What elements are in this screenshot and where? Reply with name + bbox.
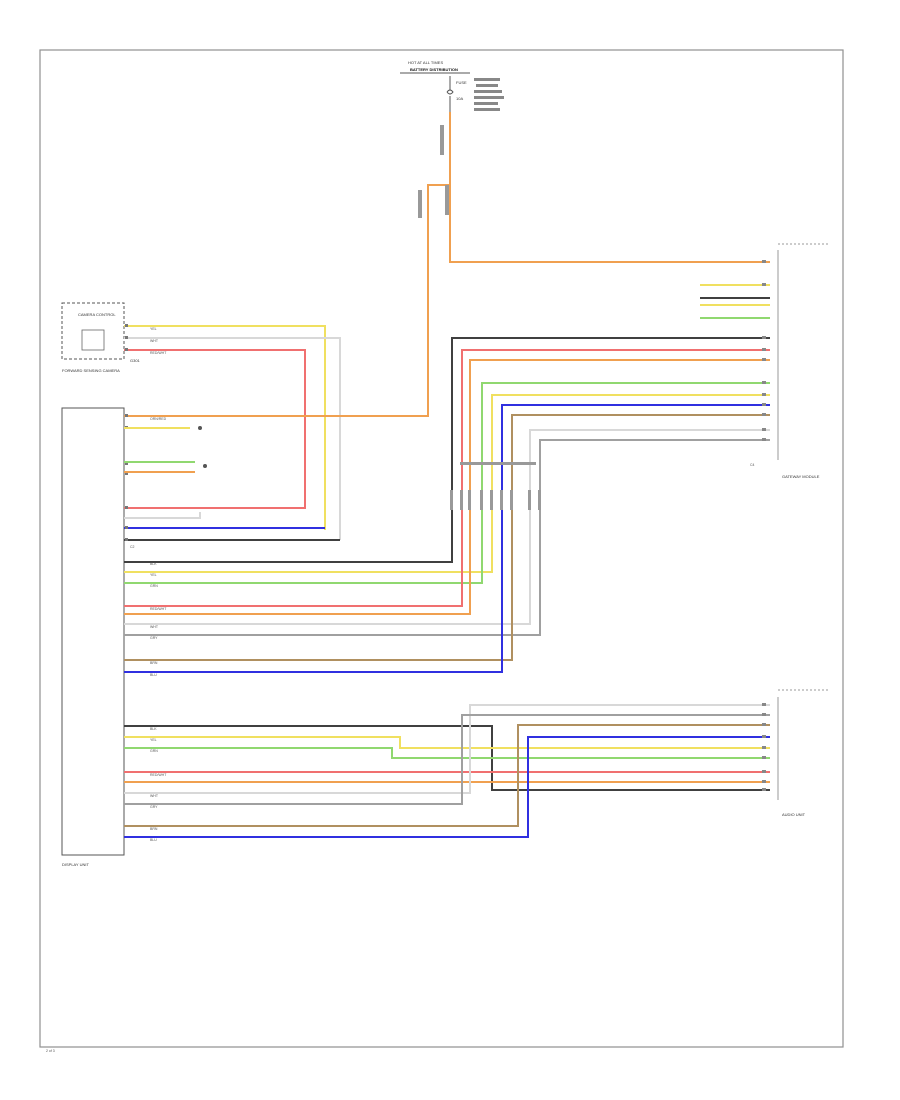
diagram-frame bbox=[39, 49, 844, 1048]
wire-power-orange bbox=[124, 112, 770, 417]
camera-module-box bbox=[61, 302, 125, 360]
wires-display-audio bbox=[124, 704, 770, 838]
audio-unit-label: AUDIO UNIT bbox=[782, 812, 806, 817]
svg-text:RED/WHT: RED/WHT bbox=[150, 351, 167, 355]
right-pin-marks bbox=[762, 260, 766, 791]
svg-text:BLK: BLK bbox=[150, 562, 157, 566]
gateway-module-label: GATEWAY MODULE bbox=[782, 474, 820, 479]
svg-text:ORN/RED: ORN/RED bbox=[150, 417, 167, 421]
wires-sensor-extra bbox=[124, 426, 207, 473]
svg-text:YEL: YEL bbox=[150, 327, 157, 331]
svg-text:WHT: WHT bbox=[150, 339, 159, 343]
ground-label: G301 bbox=[130, 358, 141, 363]
svg-text:BRN: BRN bbox=[150, 827, 158, 831]
svg-text:BLU: BLU bbox=[150, 673, 157, 677]
svg-text:BLU: BLU bbox=[150, 838, 157, 842]
svg-text:YEL: YEL bbox=[150, 573, 157, 577]
svg-text:YEL: YEL bbox=[150, 738, 157, 742]
display-unit-box bbox=[61, 407, 125, 856]
wires-gateway-upper bbox=[700, 284, 770, 319]
svg-text:WHT: WHT bbox=[150, 625, 159, 629]
svg-text:RED/WHT: RED/WHT bbox=[150, 773, 167, 777]
display-pin-stubs bbox=[125, 324, 128, 541]
svg-text:RED/WHT: RED/WHT bbox=[150, 607, 167, 611]
svg-text:GRY: GRY bbox=[150, 636, 158, 640]
display-unit-label: DISPLAY UNIT bbox=[62, 862, 90, 867]
svg-text:GRY: GRY bbox=[150, 805, 158, 809]
svg-text:BLK: BLK bbox=[150, 727, 157, 731]
fuse-symbol bbox=[446, 76, 454, 112]
svg-text:BRN: BRN bbox=[150, 661, 158, 665]
header-line2: BATTERY DISTRIBUTION bbox=[410, 67, 458, 72]
connector-left-label: C2 bbox=[130, 545, 135, 549]
page-ref: 2 of 3 bbox=[46, 1049, 55, 1053]
header-line1: HOT AT ALL TIMES bbox=[408, 60, 443, 65]
wires-display-gateway bbox=[124, 337, 770, 673]
wires-camera bbox=[124, 325, 341, 541]
svg-text:GRN: GRN bbox=[150, 749, 158, 753]
fuse-notes bbox=[474, 78, 504, 111]
camera-module-label: CAMERA CONTROL bbox=[78, 312, 116, 317]
fuse-label: FUSE bbox=[456, 80, 467, 85]
svg-text:GRN: GRN bbox=[150, 584, 158, 588]
fuse-amp: 10A bbox=[456, 96, 463, 101]
camera-caption: FORWARD SENSING CAMERA bbox=[62, 368, 120, 373]
power-wire-tags bbox=[418, 125, 449, 218]
bus-wire-tags bbox=[450, 462, 541, 510]
left-wire-labels: YEL WHT RED/WHT ORN/RED BLK YEL GRN RED/… bbox=[150, 327, 167, 842]
svg-text:WHT: WHT bbox=[150, 794, 159, 798]
camera-module-inner bbox=[81, 329, 105, 351]
connector-right-label: C4 bbox=[750, 463, 755, 467]
